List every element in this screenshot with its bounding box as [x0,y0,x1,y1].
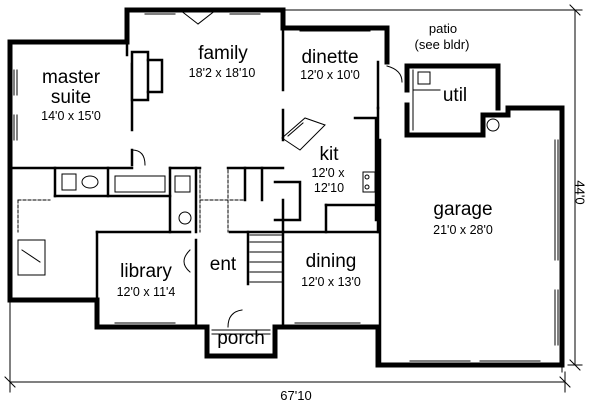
room-name-family: family [198,43,248,64]
room-dim-kit-1: 12'0 x [311,166,345,180]
overall-width-label: 67'10 [280,388,312,403]
room-name-master: master [41,67,101,88]
room-name-master-2: suite [50,87,92,108]
room-dim-dining: 12'0 x 13'0 [301,275,361,289]
room-dim-dinette: 12'0 x 10'0 [300,68,360,82]
overall-depth-label: 44'0 [572,180,588,205]
room-name-kit: kit [319,144,339,165]
room-name-dinette: dinette [301,47,359,68]
room-dim-garage: 21'0 x 28'0 [433,223,493,237]
room-dim-library: 12'0 x 11'4 [116,285,176,299]
room-name-util: util [442,85,468,106]
patio-note: (see bldr) [414,37,470,52]
room-name-dining: dining [305,251,357,272]
room-name-porch: porch [217,328,265,349]
room-dim-family: 18'2 x 18'10 [188,66,256,80]
patio-label: patio [428,21,458,36]
exterior-walls [7,7,565,368]
interior-walls [8,26,382,367]
room-dim-kit-2: 12'10 [313,181,345,195]
room-name-garage: garage [433,199,493,220]
room-name-library: library [120,261,172,282]
room-name-ent: ent [209,254,237,275]
detail-lines [4,4,583,393]
room-dim-master: 14'0 x 15'0 [41,109,101,123]
